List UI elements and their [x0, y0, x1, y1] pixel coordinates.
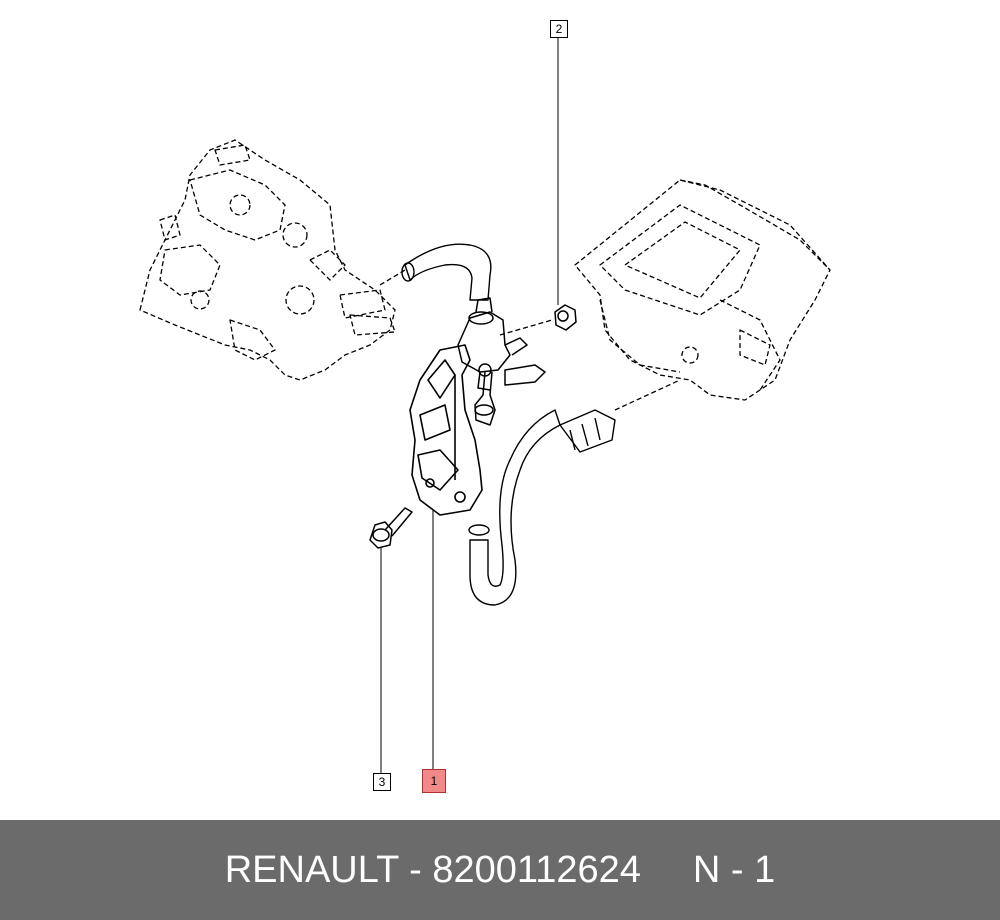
- coolant-valve: [457, 297, 546, 426]
- footer-bar: RENAULT - 8200112624 N - 1: [0, 820, 1000, 920]
- parts-diagram: [139, 37, 831, 773]
- upper-hose: [404, 243, 492, 301]
- callout-1: 1: [422, 769, 446, 793]
- engine-block-outline: [139, 139, 396, 381]
- hose-housing-leader: [614, 379, 681, 411]
- valve-nut-leader: [499, 319, 553, 336]
- callout-3: 3: [373, 773, 391, 791]
- hose-connector-dashed: [379, 269, 406, 286]
- part-number-label: RENAULT - 8200112624: [224, 848, 641, 891]
- nut: [554, 304, 577, 331]
- lower-hose: [469, 409, 561, 606]
- bolt: [369, 507, 413, 549]
- callout-2: 2: [550, 20, 568, 38]
- bracket: [409, 344, 483, 516]
- quantity-label: N - 1: [692, 848, 776, 891]
- heater-housing-outline: [574, 179, 831, 401]
